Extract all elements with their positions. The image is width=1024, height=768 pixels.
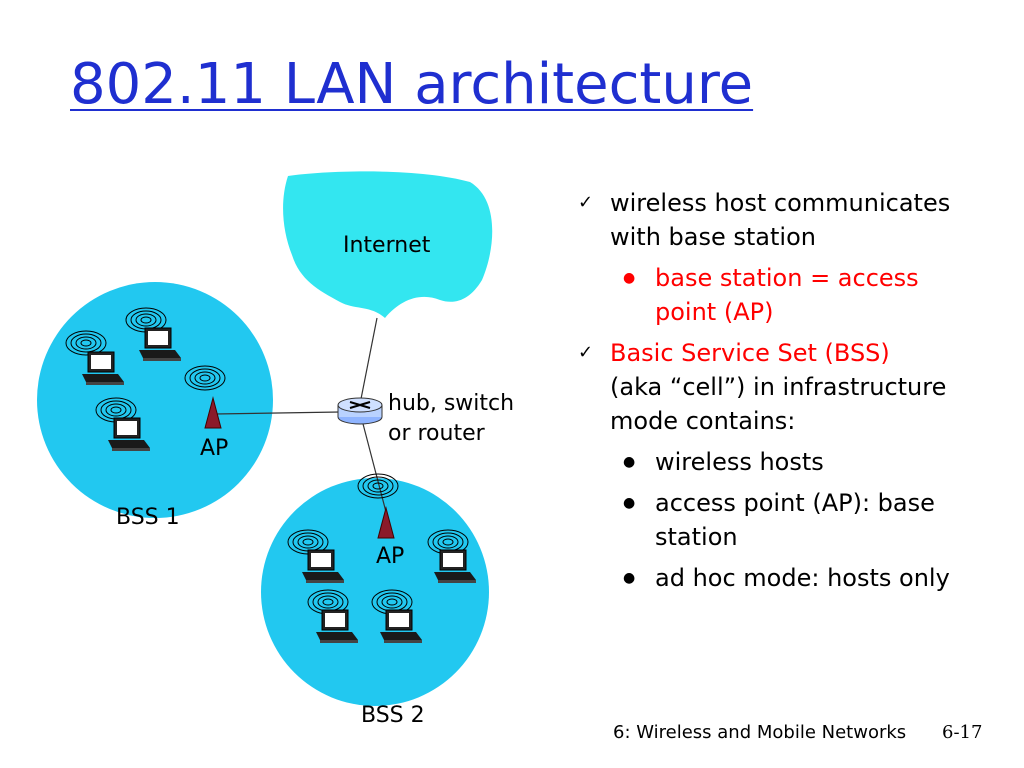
internet-label: Internet	[343, 233, 431, 258]
sub-bullet-item: ● wireless hosts	[578, 445, 998, 479]
bss2-circle	[261, 478, 489, 706]
router-label-line1: hub, switch	[388, 391, 515, 416]
footer-course: 6: Wireless and Mobile Networks	[613, 722, 907, 743]
ap2-label: AP	[376, 544, 405, 569]
router-label-line2: or router	[388, 421, 485, 446]
slide-title: 802.11 LAN architecture	[70, 52, 754, 117]
bullet-dot-icon: ●	[623, 270, 636, 286]
access-point-1-icon	[184, 365, 226, 429]
bullet-item: ✓ Basic Service Set (BSS) (aka “cell”) i…	[578, 336, 998, 438]
bullet-dot-icon: ●	[623, 570, 636, 586]
access-point-2-icon	[357, 473, 399, 539]
bullet-dot-icon: ●	[623, 454, 636, 470]
footer-page-number: 6-17	[942, 722, 983, 743]
ap1-label: AP	[200, 436, 229, 461]
bullet-item: ✓ wireless host communicates with base s…	[578, 186, 998, 254]
router-icon	[337, 397, 383, 425]
checkmark-icon: ✓	[578, 192, 594, 213]
sub-bullet-item: ● ad hoc mode: hosts only	[578, 561, 998, 595]
bss1-label: BSS 1	[116, 505, 180, 530]
bullet-dot-icon: ●	[623, 495, 636, 511]
sub-bullet-item: ● access point (AP): base station	[578, 486, 998, 554]
checkmark-icon: ✓	[578, 342, 594, 363]
sub-bullet-item: ● base station = access point (AP)	[578, 261, 998, 329]
bss2-label: BSS 2	[361, 703, 425, 728]
bullet-list: ✓ wireless host communicates with base s…	[578, 186, 998, 595]
internet-cloud	[283, 171, 493, 318]
link-router-ap2	[361, 419, 387, 513]
link-internet-router	[359, 317, 378, 405]
link-router-ap1	[214, 411, 341, 415]
